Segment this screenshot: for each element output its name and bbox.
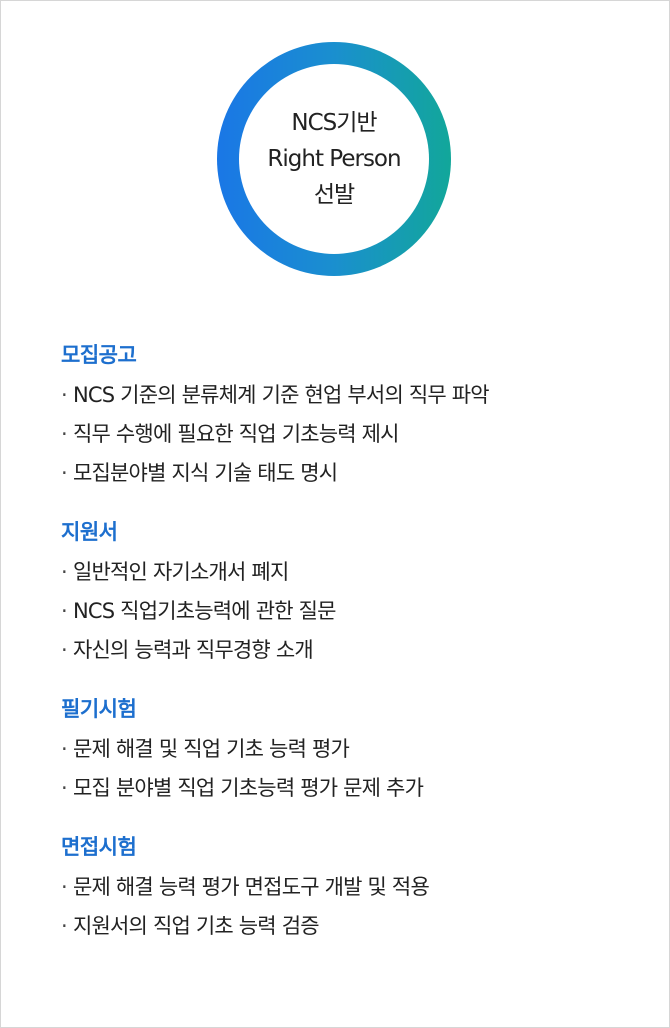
section-title: 필기시험 — [61, 697, 137, 721]
list-item: ·직무 수행에 필요한 직업 기초능력 제시 — [61, 415, 651, 454]
bullet: · — [61, 599, 68, 623]
item-text: 모집분야별 지식 기술 태도 명시 — [73, 461, 338, 485]
list-item: ·모집 분야별 직업 기초능력 평가 문제 추가 — [61, 769, 651, 808]
section-interview: 면접시험 ·문제 해결 능력 평가 면접도구 개발 및 적용 ·지원서의 직업 … — [61, 831, 651, 946]
item-text: 직무 수행에 필요한 직업 기초능력 제시 — [73, 422, 400, 446]
bullet: · — [61, 914, 68, 938]
item-text: 문제 해결 능력 평가 면접도구 개발 및 적용 — [73, 875, 430, 899]
item-text: 자신의 능력과 직무경향 소개 — [73, 638, 314, 662]
list-item: ·문제 해결 및 직업 기초 능력 평가 — [61, 730, 651, 769]
list-item: ·모집분야별 지식 기술 태도 명시 — [61, 454, 651, 493]
item-text: NCS 직업기초능력에 관한 질문 — [73, 599, 336, 623]
item-text: 지원서의 직업 기초 능력 검증 — [73, 914, 320, 938]
section-recruitment-notice: 모집공고 ·NCS 기준의 분류체계 기준 현업 부서의 직무 파악 ·직무 수… — [61, 339, 651, 493]
right-person-badge: NCS기반 Right Person 선발 — [217, 42, 451, 276]
bullet: · — [61, 422, 68, 446]
section-written-exam: 필기시험 ·문제 해결 및 직업 기초 능력 평가 ·모집 분야별 직업 기초능… — [61, 693, 651, 808]
list-item: ·자신의 능력과 직무경향 소개 — [61, 631, 651, 670]
bullet: · — [61, 383, 68, 407]
list-item: ·NCS 기준의 분류체계 기준 현업 부서의 직무 파악 — [61, 376, 651, 415]
bullet: · — [61, 560, 68, 584]
item-text: 모집 분야별 직업 기초능력 평가 문제 추가 — [73, 776, 424, 800]
bullet: · — [61, 776, 68, 800]
section-title: 모집공고 — [61, 343, 137, 367]
list-item: ·NCS 직업기초능력에 관한 질문 — [61, 592, 651, 631]
item-text: 일반적인 자기소개서 폐지 — [73, 560, 289, 584]
list-item: ·문제 해결 능력 평가 면접도구 개발 및 적용 — [61, 868, 651, 907]
bullet: · — [61, 461, 68, 485]
item-text: 문제 해결 및 직업 기초 능력 평가 — [73, 737, 350, 761]
badge-line-2: Right Person — [267, 146, 401, 172]
section-title: 면접시험 — [61, 835, 137, 859]
section-title: 지원서 — [61, 520, 118, 544]
selection-steps: 모집공고 ·NCS 기준의 분류체계 기준 현업 부서의 직무 파악 ·직무 수… — [61, 339, 651, 969]
bullet: · — [61, 638, 68, 662]
badge-line-3: 선발 — [313, 182, 355, 208]
section-application-form: 지원서 ·일반적인 자기소개서 폐지 ·NCS 직업기초능력에 관한 질문 ·자… — [61, 516, 651, 670]
bullet: · — [61, 875, 68, 899]
list-item: ·지원서의 직업 기초 능력 검증 — [61, 907, 651, 946]
item-text: NCS 기준의 분류체계 기준 현업 부서의 직무 파악 — [73, 383, 490, 407]
bullet: · — [61, 737, 68, 761]
list-item: ·일반적인 자기소개서 폐지 — [61, 553, 651, 592]
badge-line-1: NCS기반 — [291, 110, 377, 136]
badge-center: NCS기반 Right Person 선발 — [239, 64, 429, 254]
